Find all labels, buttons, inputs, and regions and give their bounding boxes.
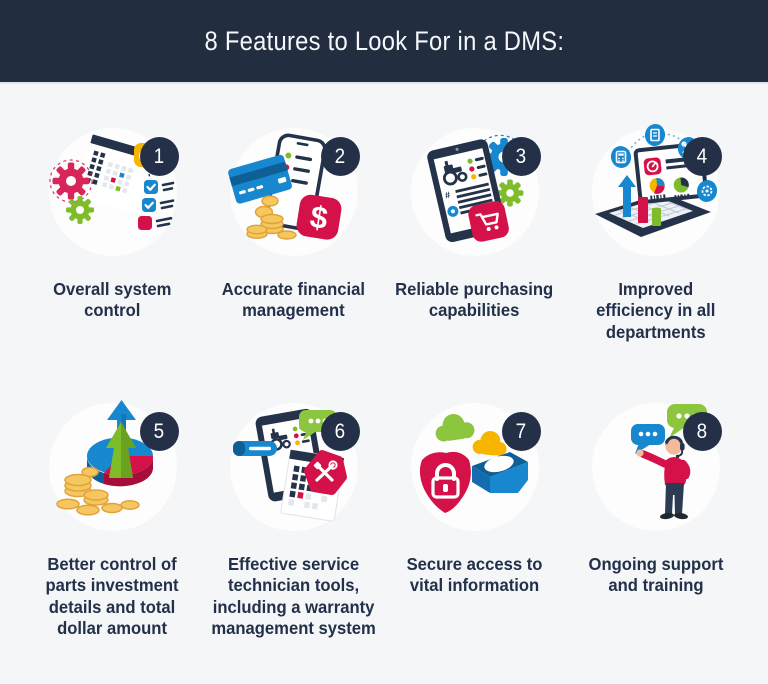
feature-label-6: Effective service technician tools, incl…	[211, 554, 376, 639]
feature-card-3: # 3 Reliable purchasing capabilities	[384, 117, 565, 392]
repair-shield-icon	[303, 450, 347, 495]
feature-illustration: $ 2	[219, 117, 369, 267]
text-lines	[155, 181, 174, 228]
feature-label-8: Ongoing support and training	[588, 554, 723, 596]
feature-number-badge: 7	[501, 412, 541, 451]
feature-number: 7	[515, 419, 527, 443]
feature-card-7: 7 Secure access to vital information	[384, 392, 565, 667]
bar-chart-icon	[617, 175, 661, 226]
feature-number: 4	[696, 144, 708, 168]
feature-illustration: 8	[581, 392, 731, 542]
svg-text:#: #	[444, 190, 451, 201]
support-agent-figure	[635, 435, 690, 520]
storage-box-icon	[471, 452, 528, 493]
feature-illustration: 1	[38, 117, 188, 267]
coins-icon	[245, 195, 297, 240]
cart-icon	[467, 201, 509, 242]
header-bar: 8 Features to Look For in a DMS:	[0, 0, 768, 82]
feature-number-badge: 5	[139, 412, 179, 451]
feature-card-8: 8 Ongoing support and training	[565, 392, 746, 667]
feature-number: 8	[696, 419, 708, 443]
feature-card-1: 1 Overall system control	[22, 117, 203, 392]
cloud-icon	[435, 414, 474, 442]
calculator-icon	[610, 146, 631, 168]
feature-number-badge: 6	[320, 412, 360, 451]
feature-number-badge: 8	[682, 412, 722, 451]
feature-number-badge: 1	[139, 137, 179, 176]
gear-icon	[696, 180, 717, 202]
feature-card-4: 4 Improved efficiency in all departments	[565, 117, 746, 392]
feature-label-4: Improved efficiency in all departments	[595, 279, 716, 342]
feature-illustration: 4	[581, 117, 731, 267]
gear-icon	[65, 196, 94, 224]
feature-number: 5	[153, 419, 165, 443]
feature-card-5: 5 Better control of parts investment det…	[22, 392, 203, 667]
svg-text:$: $	[307, 199, 330, 236]
coins-icon	[55, 466, 140, 516]
feature-number-badge: 3	[501, 137, 541, 176]
cloud-icon	[472, 431, 507, 457]
document-icon	[644, 124, 665, 146]
lock-shield-icon	[419, 451, 471, 513]
gear-icon	[52, 162, 89, 200]
features-grid: 1 Overall system control $ 2	[22, 117, 746, 667]
feature-number: 3	[515, 144, 527, 168]
financial-management-icon: $	[227, 128, 358, 256]
dollar-icon: $	[296, 194, 341, 240]
feature-number: 2	[334, 144, 346, 168]
gear-icon	[496, 179, 523, 207]
tractor-icon	[269, 428, 291, 451]
feature-number: 1	[153, 144, 165, 168]
feature-label-3: Reliable purchasing capabilities	[395, 279, 554, 321]
feature-label-2: Accurate financial management	[221, 279, 366, 321]
checklist-icons	[137, 180, 158, 230]
feature-card-6: 6 Effective service technician tools, in…	[203, 392, 384, 667]
feature-number-badge: 4	[682, 137, 722, 176]
feature-number: 6	[334, 419, 346, 443]
feature-label-7: Secure access to vital information	[406, 554, 543, 596]
feature-card-2: $ 2 Accurate financial management	[203, 117, 384, 392]
feature-illustration: 7	[400, 392, 550, 542]
feature-illustration: 6	[219, 392, 369, 542]
tractor-icon	[442, 160, 467, 186]
green-arrow-icon	[105, 422, 136, 478]
search-pill	[232, 441, 277, 456]
feature-number-badge: 2	[320, 137, 360, 176]
credit-card-icon	[227, 154, 292, 204]
feature-illustration: # 3	[400, 117, 550, 267]
feature-label-5: Better control of parts investment detai…	[45, 554, 180, 639]
feature-illustration: 5	[38, 392, 188, 542]
page-title: 8 Features to Look For in a DMS:	[204, 25, 564, 56]
feature-label-1: Overall system control	[53, 279, 172, 321]
